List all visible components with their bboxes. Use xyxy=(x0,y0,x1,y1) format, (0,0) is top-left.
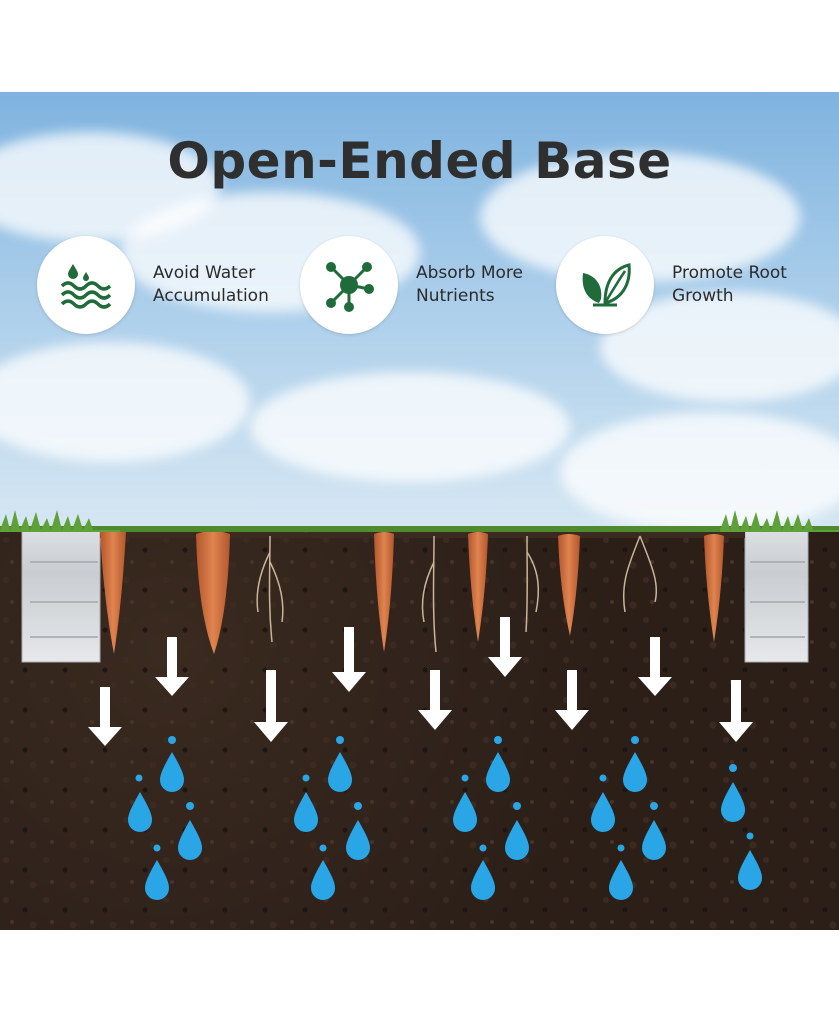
down-arrows xyxy=(88,617,753,746)
arrow-down-icon xyxy=(332,627,366,692)
arrow-down-icon xyxy=(155,637,189,696)
water-drop-icon xyxy=(471,860,495,900)
arrow-down-icon xyxy=(254,670,288,742)
water-droplets xyxy=(128,736,762,900)
soil-cutaway xyxy=(0,532,839,930)
water-drop-icon xyxy=(591,792,615,832)
water-drop-icon xyxy=(642,820,666,860)
feature-label: Promote Root Growth xyxy=(672,263,787,306)
water-drop-icon xyxy=(738,850,762,890)
water-drop-icon xyxy=(346,820,370,860)
water-drop-icon xyxy=(486,752,510,792)
leaf-icon xyxy=(556,236,654,334)
feature-label: Avoid Water Accumulation xyxy=(153,263,269,306)
water-wave-icon xyxy=(37,236,135,334)
arrow-down-icon xyxy=(488,617,522,677)
water-drop-icon xyxy=(623,752,647,792)
plant-roots xyxy=(256,535,658,653)
water-drop-icon xyxy=(453,792,477,832)
water-drop-icon xyxy=(721,782,745,822)
water-drop-icon xyxy=(505,820,529,860)
feature-avoid-water: Avoid Water Accumulation xyxy=(37,236,293,334)
arrow-down-icon xyxy=(555,670,589,730)
page-title: Open-Ended Base xyxy=(167,132,672,190)
water-drop-icon xyxy=(128,792,152,832)
feature-promote-root: Promote Root Growth xyxy=(556,236,812,334)
feature-absorb-nutrients: Absorb More Nutrients xyxy=(300,236,556,334)
water-drop-icon xyxy=(294,792,318,832)
molecule-icon xyxy=(300,236,398,334)
metal-bed-frame xyxy=(21,532,809,663)
feature-label: Absorb More Nutrients xyxy=(416,263,524,306)
water-drop-icon xyxy=(178,820,202,860)
water-drop-icon xyxy=(609,860,633,900)
carrots xyxy=(100,532,724,654)
water-drop-icon xyxy=(160,752,184,792)
arrow-down-icon xyxy=(719,680,753,742)
water-drop-icon xyxy=(145,860,169,900)
product-image-panel: Open-Ended Base Avoid Water Accumulation xyxy=(0,92,839,930)
water-drop-icon xyxy=(311,860,335,900)
arrow-down-icon xyxy=(638,637,672,696)
water-drop-icon xyxy=(328,752,352,792)
arrow-down-icon xyxy=(88,687,122,746)
arrow-down-icon xyxy=(418,670,452,730)
sky-background xyxy=(0,92,839,532)
